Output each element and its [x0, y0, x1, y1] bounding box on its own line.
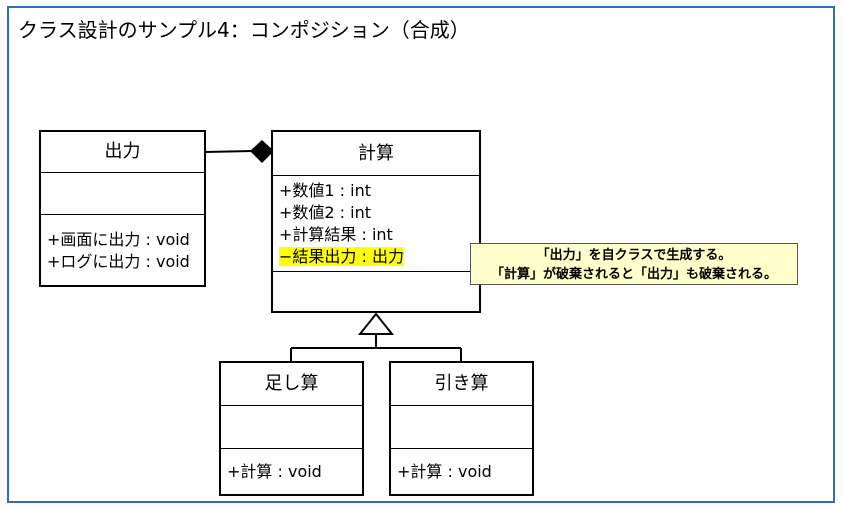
diagram-title: クラス設計のサンプル4：コンポジション（合成）	[18, 18, 470, 42]
operation: +画面に出力 : void	[47, 230, 190, 249]
inheritance-triangle	[357, 312, 395, 335]
highlighted-attribute-text: −結果出力 : 出力	[279, 247, 404, 266]
attribute-highlighted: −結果出力 : 出力	[273, 246, 479, 268]
class-output: 出力 +画面に出力 : void +ログに出力 : void	[39, 130, 206, 287]
class-subtract: 引き算 +計算 : void	[389, 361, 534, 496]
composition-diamond	[250, 140, 274, 163]
class-calc: 計算 +数値1 : int +数値2 : int +計算結果 : int −結果…	[271, 130, 481, 313]
note-line: 「出力」を自クラスで生成する。	[536, 248, 732, 263]
attribute: +数値2 : int	[279, 203, 372, 222]
class-subtract-name: 引き算	[434, 373, 489, 394]
class-output-name: 出力	[104, 141, 141, 162]
operation: +計算 : void	[397, 462, 492, 481]
class-output-attributes	[41, 172, 204, 214]
class-calc-operations	[273, 271, 479, 272]
attribute: +計算結果 : int	[279, 225, 393, 244]
note-line: 「計算」が破棄されると「出力」も破棄される。	[490, 267, 777, 282]
class-subtract-attributes	[391, 405, 532, 448]
class-subtract-operations: +計算 : void	[391, 448, 532, 483]
class-add-name: 足し算	[264, 373, 319, 394]
operation: +ログに出力 : void	[47, 252, 190, 271]
class-add: 足し算 +計算 : void	[219, 361, 364, 496]
class-output-operations: +画面に出力 : void +ログに出力 : void	[41, 214, 204, 273]
class-calc-attributes: +数値1 : int +数値2 : int +計算結果 : int −結果出力 …	[273, 175, 479, 271]
class-add-operations: +計算 : void	[221, 448, 362, 483]
attribute: +数値1 : int	[279, 181, 372, 200]
class-add-attributes	[221, 405, 362, 448]
operation: +計算 : void	[227, 462, 322, 481]
composition-line	[204, 150, 253, 153]
composition-note: 「出力」を自クラスで生成する。 「計算」が破棄されると「出力」も破棄される。	[470, 243, 798, 285]
class-calc-name: 計算	[358, 143, 394, 164]
